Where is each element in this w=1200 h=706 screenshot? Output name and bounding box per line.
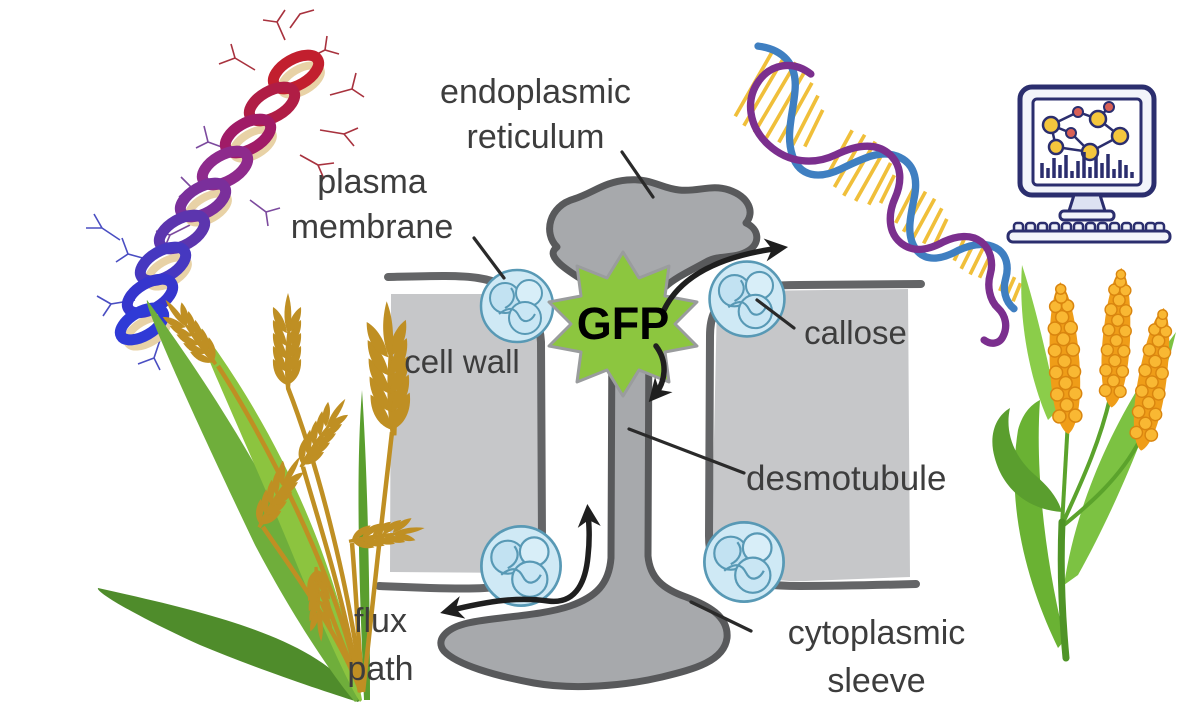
plasmodesma-diagram bbox=[375, 150, 925, 691]
cytoplasmic-sleeve-label: cytoplasmic sleeve bbox=[787, 614, 966, 701]
gfp-label: GFP bbox=[576, 298, 670, 349]
computer-monitor-icon bbox=[1006, 84, 1172, 244]
bar-chart-icon bbox=[1040, 152, 1134, 178]
leader-lines bbox=[472, 150, 796, 633]
cell-wall-label: cell wall bbox=[404, 343, 520, 380]
protein-helix-illustration bbox=[86, 9, 365, 371]
wheat-plant-illustration bbox=[97, 292, 427, 702]
keyboard-icon bbox=[1006, 221, 1172, 244]
millet-plant-illustration bbox=[992, 265, 1179, 662]
callose-deposit bbox=[480, 525, 562, 607]
flux-path-label: flux path bbox=[347, 602, 414, 689]
endoplasmic-reticulum-label: endoplasmic reticulum bbox=[440, 73, 631, 156]
cell-wall-right bbox=[712, 289, 910, 582]
desmotubule-label: desmotubule bbox=[746, 459, 947, 498]
arrow-flux-path bbox=[440, 503, 601, 619]
molecule-icon bbox=[1041, 101, 1130, 162]
cell-wall-left bbox=[390, 294, 540, 573]
callose-deposit bbox=[708, 260, 786, 338]
callose-deposit bbox=[703, 521, 785, 603]
gfp-star bbox=[547, 250, 699, 398]
dna-double-helix-illustration bbox=[733, 42, 1023, 347]
transport-arrows bbox=[440, 238, 789, 619]
callose-deposit bbox=[479, 268, 555, 344]
plasma-membrane-label: plasma membrane bbox=[290, 163, 454, 246]
arrow-out-top-right bbox=[661, 238, 789, 313]
callose-label: callose bbox=[804, 314, 907, 351]
arrow-gfp-down bbox=[648, 343, 673, 403]
